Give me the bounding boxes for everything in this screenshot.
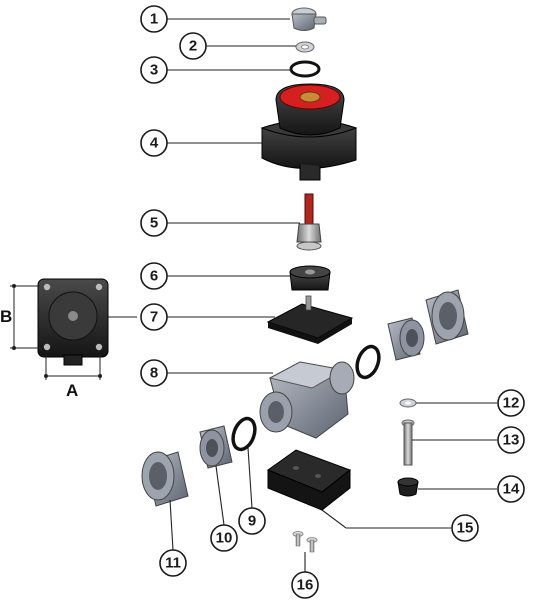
callout-label: 7 <box>150 309 158 326</box>
part-11-union-nut <box>141 451 189 507</box>
callout-label: 14 <box>503 481 520 498</box>
dimension-b: B <box>0 284 40 350</box>
callout-15: 15 <box>451 514 479 542</box>
callout-9: 9 <box>238 507 266 535</box>
callout-5: 5 <box>140 209 168 237</box>
callout-label: 3 <box>150 62 158 79</box>
part-12-washer <box>399 398 417 408</box>
part-6-compressor <box>289 265 331 291</box>
callout-13: 13 <box>497 426 525 454</box>
callout-label: 11 <box>165 555 181 572</box>
callout-label: 15 <box>457 520 474 537</box>
callout-7: 7 <box>140 303 168 331</box>
callout-label: 16 <box>297 577 314 594</box>
callout-label: 1 <box>150 11 158 28</box>
part-8-body <box>259 361 355 439</box>
callout-6: 6 <box>140 262 168 290</box>
callout-11: 11 <box>159 549 187 577</box>
part-9-o-ring-right <box>355 344 381 380</box>
callout-4: 4 <box>140 129 168 157</box>
callout-8: 8 <box>140 359 168 387</box>
callout-label: 4 <box>150 135 159 152</box>
front-view-detail <box>37 278 109 366</box>
callout-14: 14 <box>497 475 525 503</box>
dimension-a-label: A <box>66 381 78 400</box>
callout-label: 6 <box>150 268 158 285</box>
part-16-screws <box>292 531 318 553</box>
part-9-o-ring <box>231 416 257 452</box>
callout-label: 5 <box>150 215 158 232</box>
part-5-stem <box>296 193 322 251</box>
part-14-nut <box>397 477 419 497</box>
callout-label: 12 <box>503 395 520 412</box>
callout-label: 13 <box>503 432 520 449</box>
part-15-mounting-plate <box>266 449 352 511</box>
part-2-washer <box>295 41 315 53</box>
callout-1: 1 <box>140 5 168 33</box>
callout-label: 10 <box>216 530 233 547</box>
part-1-cap <box>291 7 327 31</box>
part-10-end-connector-right <box>387 317 425 361</box>
dimension-b-label: B <box>0 307 12 326</box>
part-11-union-nut-right <box>425 289 469 345</box>
part-13-bolt <box>401 419 415 466</box>
part-3-o-ring <box>289 60 321 78</box>
part-4-bonnet <box>260 83 358 181</box>
part-10-end-connector <box>199 425 233 469</box>
callout-label: 9 <box>248 513 256 530</box>
part-7-diaphragm <box>266 295 354 344</box>
dimension-a: A <box>44 354 102 400</box>
callout-2: 2 <box>179 32 207 60</box>
callout-label: 2 <box>189 38 197 55</box>
callout-12: 12 <box>497 389 525 417</box>
callout-3: 3 <box>140 56 168 84</box>
leader-lines <box>108 18 497 572</box>
callout-label: 8 <box>150 365 158 382</box>
callout-16: 16 <box>291 571 319 599</box>
callout-10: 10 <box>210 524 238 552</box>
